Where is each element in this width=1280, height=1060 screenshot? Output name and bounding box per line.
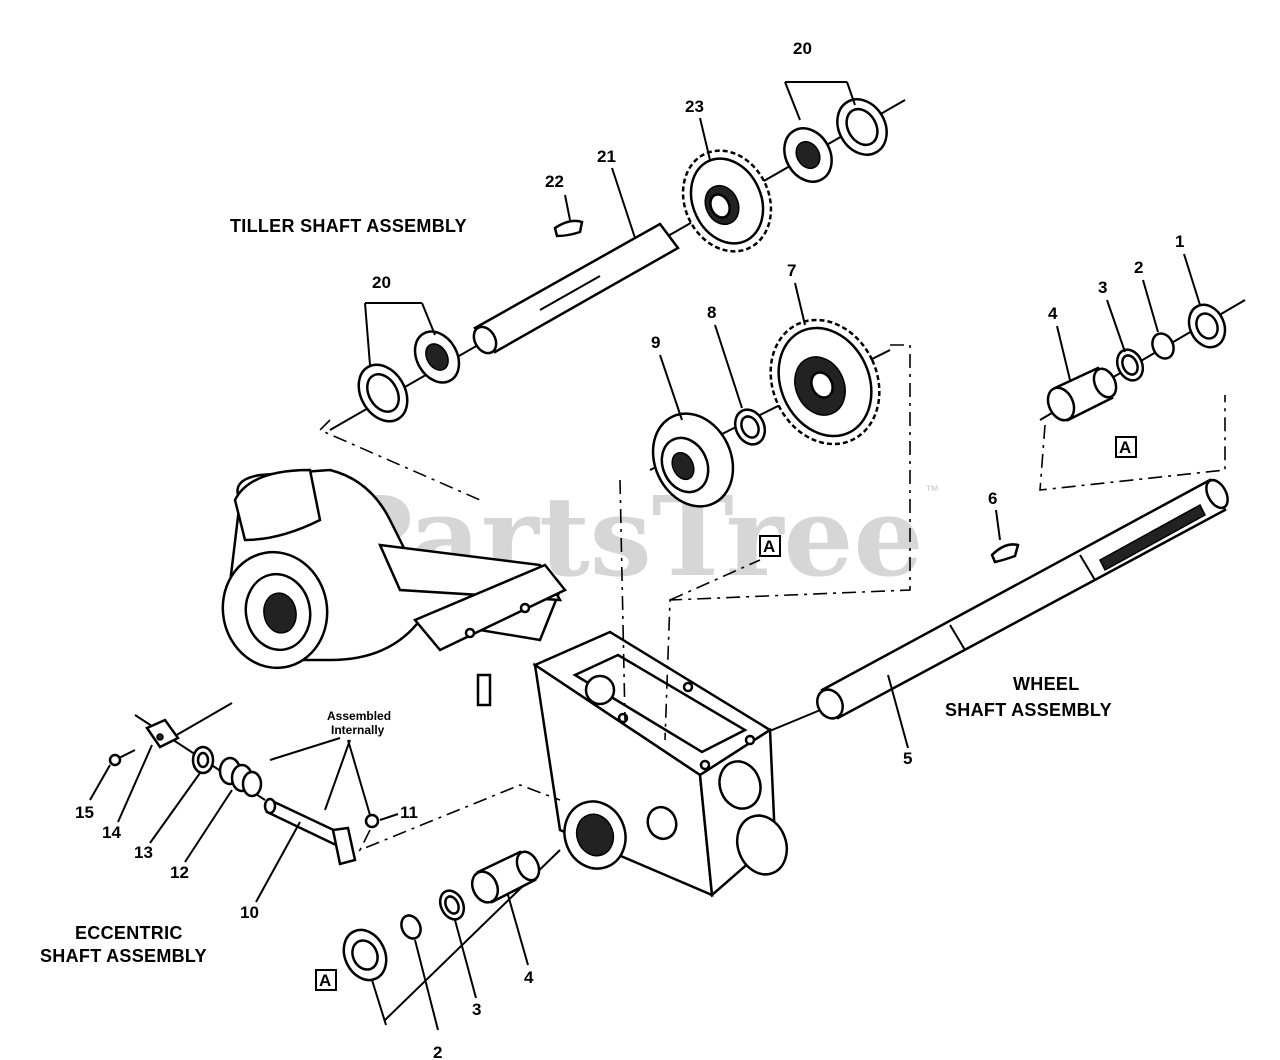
callout-20-lower: 20	[372, 273, 391, 292]
clamp-14[interactable]	[145, 718, 180, 749]
bearing-cup-20-lower[interactable]	[349, 356, 417, 430]
pin-11[interactable]	[364, 813, 380, 829]
callout-4-upper: 4	[1048, 304, 1058, 323]
spring-12[interactable]	[218, 756, 263, 798]
reference-box-a-center: A	[759, 535, 781, 557]
callout-22: 22	[545, 172, 564, 191]
callout-14: 14	[102, 823, 121, 842]
bearing-cone-20-upper[interactable]	[775, 120, 841, 190]
callout-1: 1	[1175, 232, 1184, 251]
eccentric-shaft-10[interactable]	[263, 797, 357, 866]
washer-3-lower[interactable]	[436, 887, 469, 923]
callout-6: 6	[988, 489, 997, 508]
mounting-bracket[interactable]	[412, 563, 567, 707]
reference-box-a-upper-right: A	[1115, 436, 1137, 458]
bearing-cup-20-upper[interactable]	[828, 90, 897, 163]
reference-lines	[318, 344, 1226, 852]
wheel-shaft-assembly-title-line2: SHAFT ASSEMBLY	[945, 700, 1112, 720]
callout-4-lower: 4	[524, 968, 534, 987]
wheel-shaft-5[interactable]	[759, 477, 1232, 736]
drive-gear-group	[638, 302, 899, 519]
gear-7[interactable]	[751, 302, 899, 462]
callout-23: 23	[685, 97, 704, 116]
woodruff-key-22[interactable]	[553, 219, 584, 238]
callout-13: 13	[134, 843, 153, 862]
sprocket-hub-9[interactable]	[638, 400, 747, 519]
gear-23[interactable]	[667, 136, 787, 266]
ring-2-upper[interactable]	[1148, 330, 1177, 362]
callout-8: 8	[707, 303, 716, 322]
reference-box-a-lower-left: A	[315, 969, 337, 991]
lower-parts-group	[336, 848, 561, 1021]
bearing-cone-20-lower[interactable]	[406, 324, 468, 391]
bushing-4-lower[interactable]	[467, 848, 543, 906]
svg-text:A: A	[763, 537, 775, 556]
seal-1-lower[interactable]	[336, 923, 394, 987]
callout-10: 10	[240, 903, 259, 922]
watermark-trademark: ™	[925, 482, 939, 498]
callout-11: 11	[400, 803, 418, 822]
callout-12: 12	[170, 863, 189, 882]
wheel-shaft-upper-parts	[1039, 299, 1246, 424]
washer-8[interactable]	[730, 405, 771, 449]
gearbox-housing[interactable]	[532, 630, 795, 898]
wheel-shaft-assembly-title-line1: WHEEL	[1013, 674, 1080, 694]
callout-3-lower: 3	[472, 1000, 481, 1019]
svg-text:A: A	[319, 971, 331, 990]
callout-2-upper: 2	[1134, 258, 1143, 277]
washer-13[interactable]	[191, 745, 215, 775]
eccentric-shaft-assembly-title-line1: ECCENTRIC	[75, 923, 183, 943]
callout-7: 7	[787, 261, 796, 280]
seal-1[interactable]	[1182, 299, 1231, 353]
tiller-shaft-21[interactable]	[469, 222, 680, 357]
tiller-shaft-assembly-title: TILLER SHAFT ASSEMBLY	[230, 216, 467, 236]
callout-2-lower: 2	[433, 1043, 442, 1060]
bolt-15[interactable]	[108, 749, 136, 767]
callout-5: 5	[903, 749, 912, 768]
ring-2-lower[interactable]	[398, 912, 424, 941]
assembled-internally-note-line1: Assembled	[327, 709, 391, 723]
callouts: 20 23 21 22 20 9 8 7 4 3 2 1 6	[75, 39, 1201, 1060]
assembled-internally-note-line2: Internally	[331, 723, 385, 737]
callout-20-upper: 20	[793, 39, 812, 58]
eccentric-group	[108, 702, 380, 866]
woodruff-key-6[interactable]	[990, 543, 1020, 564]
svg-text:A: A	[1119, 438, 1131, 457]
callout-3-upper: 3	[1098, 278, 1107, 297]
callout-21: 21	[597, 147, 616, 166]
callout-15: 15	[75, 803, 94, 822]
tiller-shaft-group	[329, 90, 906, 431]
washer-3-upper[interactable]	[1112, 345, 1147, 384]
eccentric-shaft-assembly-title-line2: SHAFT ASSEMBLY	[40, 946, 207, 966]
tiller-housing[interactable]	[214, 468, 563, 676]
callout-9: 9	[651, 333, 660, 352]
bushing-4-upper[interactable]	[1043, 365, 1120, 424]
